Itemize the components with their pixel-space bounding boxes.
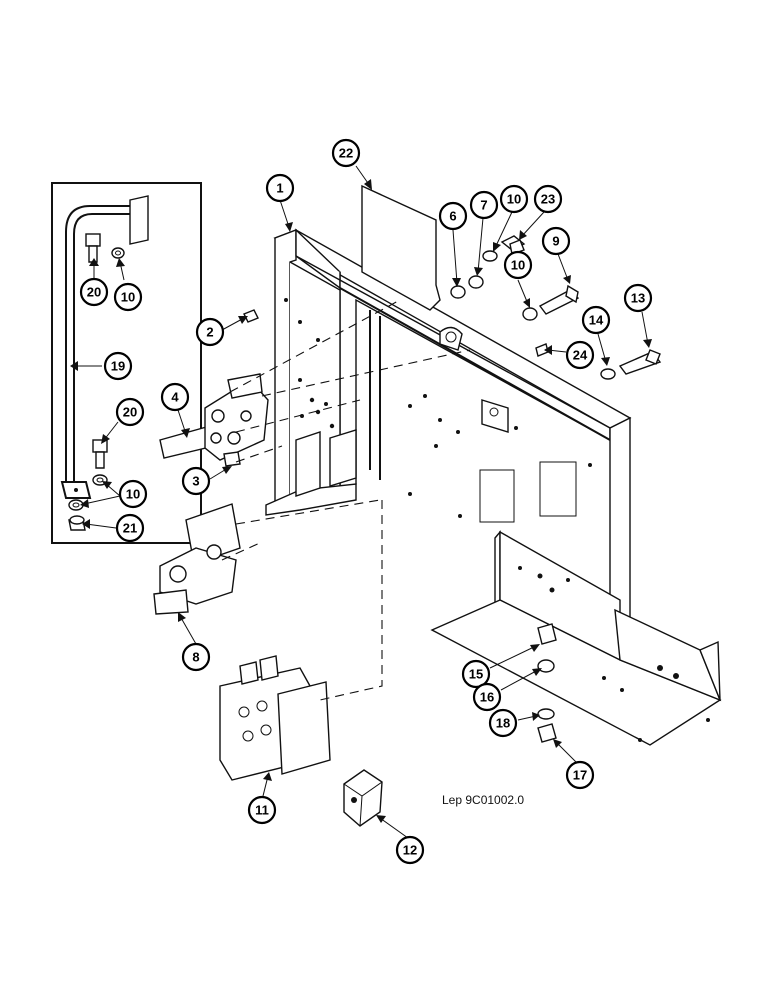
svg-text:16: 16 [480,690,494,705]
callout-19: 19 [103,351,133,381]
frame-holes [284,298,710,742]
valve-stack [219,655,331,781]
callout-17: 17 [565,760,595,790]
svg-text:6: 6 [449,209,456,224]
drawing-reference: Lep 9C01002.0 [442,793,524,807]
callout-7: 7 [469,190,499,220]
callout-22: 22 [331,138,361,168]
svg-text:23: 23 [541,192,555,207]
callout-20-lower: 20 [115,397,145,427]
callout-18: 18 [488,708,518,738]
callout-4: 4 [160,382,190,412]
callout-6: 6 [438,201,468,231]
svg-text:18: 18 [496,716,510,731]
rear-plate [361,184,441,311]
svg-text:10: 10 [511,258,525,273]
callout-20-upper: 20 [79,277,109,307]
callout-23: 23 [533,184,563,214]
upper-hardware [243,235,662,380]
solenoid-valve [153,503,241,615]
callout-13: 13 [623,283,653,313]
svg-text:14: 14 [589,313,604,328]
callout-3: 3 [181,466,211,496]
callout-24: 24 [565,340,595,370]
svg-text:24: 24 [573,348,588,363]
svg-text:21: 21 [123,521,137,536]
callout-10-upper: 10 [499,184,529,214]
assembly-lines [221,299,471,701]
callout-10-inset-upper: 10 [113,282,143,312]
callout-12: 12 [395,835,425,865]
callout-10-middle: 10 [503,250,533,280]
svg-text:7: 7 [480,198,487,213]
svg-text:20: 20 [123,405,137,420]
main-frame [265,228,722,746]
callout-15: 15 [461,659,491,689]
valve-block [159,373,269,467]
svg-text:19: 19 [111,359,125,374]
svg-text:9: 9 [552,234,559,249]
leader-lines [70,165,652,839]
inset-rail-kit [51,182,202,544]
callout-21: 21 [115,513,145,543]
callout-14: 14 [581,305,611,335]
callout-2: 2 [195,317,225,347]
svg-text:1: 1 [276,181,283,196]
port-block [343,769,383,827]
bolt-20-upper [85,233,101,263]
svg-text:3: 3 [192,474,199,489]
bolt-20-lower [92,439,108,469]
callout-16: 16 [472,682,502,712]
svg-text:10: 10 [121,290,135,305]
svg-text:8: 8 [192,650,199,665]
svg-text:20: 20 [87,285,101,300]
lower-hardware [537,623,557,743]
svg-text:15: 15 [469,667,483,682]
callout-11: 11 [247,795,277,825]
svg-text:11: 11 [255,803,269,818]
svg-text:12: 12 [403,843,417,858]
svg-text:4: 4 [171,390,179,405]
svg-text:13: 13 [631,291,645,306]
callout-1: 1 [265,173,295,203]
callout-8: 8 [181,642,211,672]
svg-text:10: 10 [507,192,521,207]
callout-10-inset-lower: 10 [118,479,148,509]
svg-text:2: 2 [206,325,213,340]
svg-text:17: 17 [573,768,587,783]
callout-9: 9 [541,226,571,256]
svg-text:22: 22 [339,146,353,161]
svg-text:10: 10 [126,487,140,502]
